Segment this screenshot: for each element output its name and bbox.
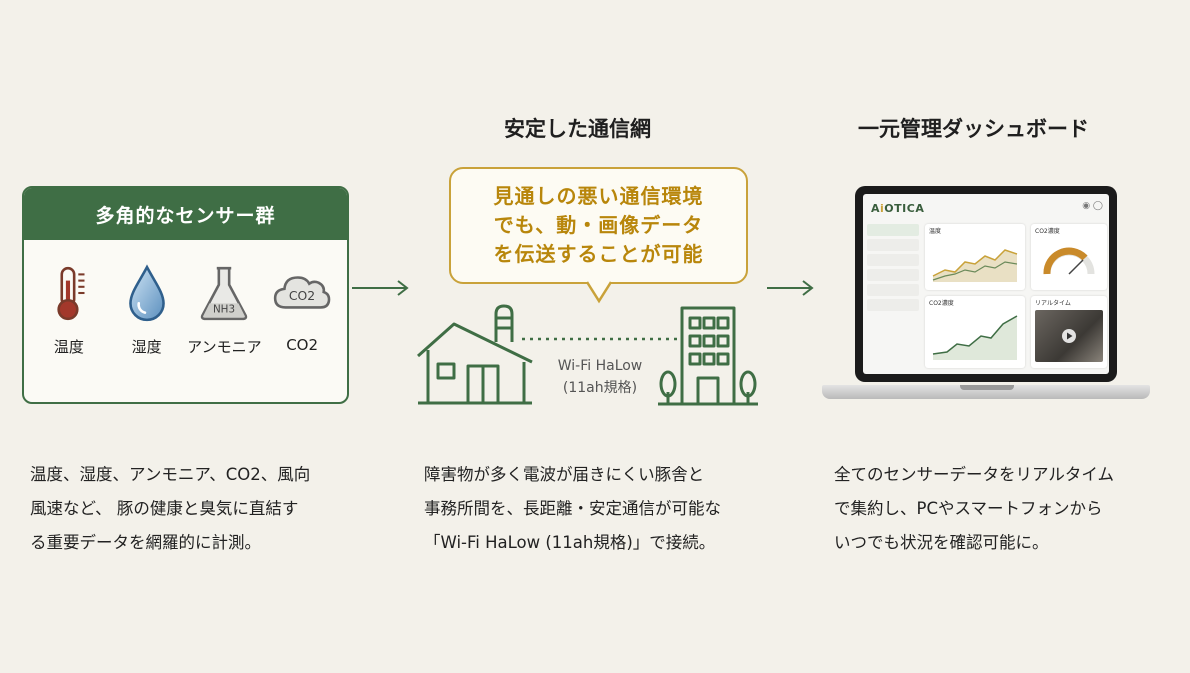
dashboard-sidebar [867,224,919,314]
sidebar-item [867,254,919,266]
callout-line: でも、動・画像データ [493,213,704,237]
description-line: る重要データを網羅的に計測。 [30,533,261,552]
sidebar-item [867,299,919,311]
sensor-description: 温度、湿度、アンモニア、CO2、風向 風速など、 豚の健康と臭気に直結す る重要… [30,458,310,560]
flow-arrow [765,278,817,298]
sensor-list: 温度 湿度 NH3 アンモニア [24,240,347,357]
description-line: 風速など、 豚の健康と臭気に直結す [30,499,299,518]
cloud-formula: CO2 [289,288,315,303]
barn-icon [417,304,533,405]
laptop-screen: AiOTICA ◉ ◯ 温度 CO2濃度 [855,186,1117,382]
temperature-panel: 温度 [925,224,1025,290]
sidebar-item [867,269,919,281]
co2-area-chart [932,315,1018,360]
network-callout: 見通しの悪い通信環境 でも、動・画像データ を伝送することが可能 [449,167,748,284]
sensor-label: 温度 [53,338,84,356]
description-line: いつでも状況を確認可能に。 [834,533,1049,552]
wifi-halow-label: Wi-Fi HaLow (11ah規格) [540,355,660,399]
office-building-icon [658,306,758,406]
co2-gauge-panel: CO2濃度 [1031,224,1107,290]
dashboard-screen: AiOTICA ◉ ◯ 温度 CO2濃度 [863,194,1109,374]
halow-standard: (11ah規格) [562,380,638,396]
dashboard-title: 一元管理ダッシュボード [858,117,1089,141]
laptop-notch [960,385,1014,390]
wireless-link-line [522,337,678,341]
dashboard-description: 全てのセンサーデータをリアルタイム で集約し、PCやスマートフォンから いつでも… [834,458,1114,560]
description-line: 「Wi-Fi HaLow (11ah規格)」で接続。 [424,533,716,552]
sensor-item-humidity: 湿度 [108,262,186,357]
flask-nh3-icon: NH3 [201,266,248,321]
sensor-label: CO2 [286,336,319,354]
description-line: 全てのセンサーデータをリアルタイム [834,465,1115,484]
sensor-item-ammonia: NH3 アンモニア [186,262,264,357]
co2-cloud-icon: CO2 [273,276,331,309]
description-line: 事務所間を、長距離・安定通信が可能な [424,499,721,518]
co2-chart-panel: CO2濃度 [925,296,1025,368]
description-line: 温度、湿度、アンモニア、CO2、風向 [30,465,311,484]
co2-gauge [1043,247,1095,275]
realtime-camera-panel: リアルタイム [1031,296,1107,368]
halow-name: Wi-Fi HaLow [557,358,643,374]
sidebar-item [867,224,919,236]
sensor-item-temperature: 温度 [30,262,108,357]
sensor-label: アンモニア [187,338,262,356]
water-drop-icon [128,264,165,322]
sensor-item-co2: CO2 CO2 [263,262,341,357]
play-icon[interactable] [1061,328,1077,344]
sensor-card-title: 多角的なセンサー群 [24,188,347,240]
laptop-base [822,385,1150,399]
callout-line: 見通しの悪い通信環境 [493,184,704,208]
flask-formula: NH3 [213,304,235,316]
network-description: 障害物が多く電波が届きにくい豚舎と 事務所間を、長距離・安定通信が可能な 「Wi… [424,458,721,560]
flow-arrow [350,278,412,298]
user-avatar-icon: ◉ ◯ [1082,201,1103,211]
temperature-line-chart [932,249,1018,282]
description-line: 障害物が多く電波が届きにくい豚舎と [424,465,705,484]
callout-tail [586,280,612,304]
sidebar-item [867,239,919,251]
sensor-card: 多角的なセンサー群 温度 [22,186,349,404]
sidebar-item [867,284,919,296]
app-logo: AiOTICA [871,202,925,215]
callout-line: を伝送することが可能 [493,242,704,266]
network-title: 安定した通信網 [504,117,651,141]
description-line: で集約し、PCやスマートフォンから [834,499,1103,518]
thermometer-icon [57,266,85,321]
sensor-label: 湿度 [131,338,162,356]
